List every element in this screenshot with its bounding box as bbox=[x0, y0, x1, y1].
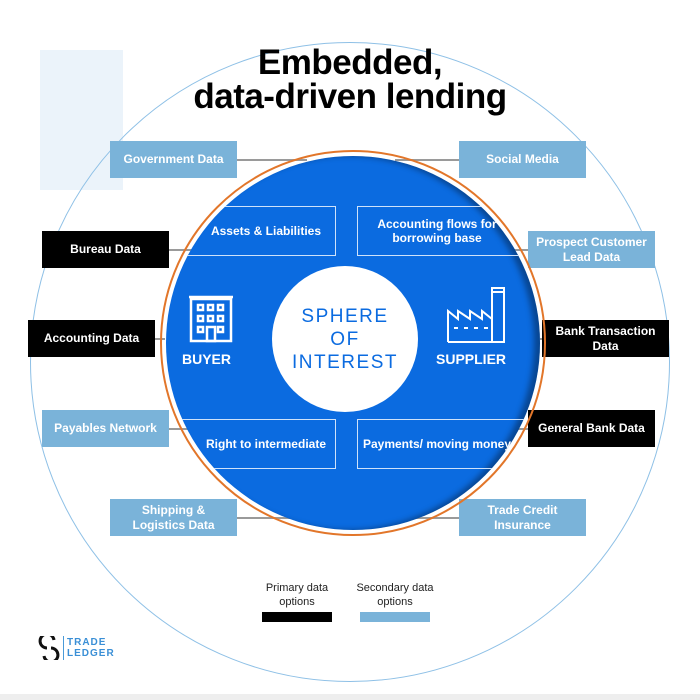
quadrant-accounting-flows: Accounting flows for borrowing base bbox=[357, 206, 540, 256]
source-general-bank-data: General Bank Data bbox=[528, 410, 655, 447]
outer-circle bbox=[30, 42, 670, 682]
orange-ring bbox=[160, 150, 546, 536]
quadrant-payments: Payments/ moving money bbox=[357, 419, 540, 469]
core-line: SPHERE bbox=[301, 305, 389, 327]
connector bbox=[237, 159, 307, 161]
core-line: OF bbox=[330, 328, 360, 350]
source-bureau-data: Bureau Data bbox=[42, 231, 169, 268]
source-trade-credit-insurance: Trade Credit Insurance bbox=[459, 499, 586, 536]
source-payables-network: Payables Network bbox=[42, 410, 169, 447]
sphere-of-interest: SPHERE OF INTEREST bbox=[272, 266, 418, 412]
source-government-data: Government Data bbox=[110, 141, 237, 178]
core-line: INTEREST bbox=[292, 351, 398, 373]
legend-secondary-label: Secondary data options bbox=[356, 582, 434, 608]
source-shipping-logistics: Shipping & Logistics Data bbox=[110, 499, 237, 536]
supplier-label: SUPPLIER bbox=[436, 351, 507, 367]
source-prospect-lead-data: Prospect Customer Lead Data bbox=[528, 231, 655, 268]
page-title: Embedded, data-driven lending bbox=[100, 43, 600, 116]
legend-secondary-swatch bbox=[360, 612, 430, 622]
building-icon bbox=[189, 295, 233, 343]
logo-text: LEDGER bbox=[67, 648, 115, 659]
trade-ledger-logo: TRADE LEDGER bbox=[38, 636, 115, 660]
connector bbox=[395, 159, 459, 161]
title-line-2: data-driven lending bbox=[193, 77, 507, 116]
buyer-label: BUYER bbox=[182, 351, 232, 367]
factory-icon bbox=[447, 287, 505, 343]
logo-text: TRADE bbox=[67, 637, 107, 648]
source-bank-transaction-data: Bank Transaction Data bbox=[542, 320, 669, 357]
logo-mark-icon bbox=[38, 636, 60, 660]
sphere-disk: Assets & Liabilities Accounting flows fo… bbox=[166, 156, 540, 530]
connector bbox=[168, 249, 193, 251]
source-accounting-data: Accounting Data bbox=[28, 320, 155, 357]
quadrant-assets-liabilities: Assets & Liabilities bbox=[166, 206, 336, 256]
bottom-border bbox=[0, 694, 700, 700]
legend-primary-swatch bbox=[262, 612, 332, 622]
source-social-media: Social Media bbox=[459, 141, 586, 178]
legend-primary-label: Primary data options bbox=[265, 582, 329, 608]
title-line-1: Embedded, bbox=[257, 43, 443, 82]
quadrant-right-to-intermediate: Right to intermediate bbox=[166, 419, 336, 469]
